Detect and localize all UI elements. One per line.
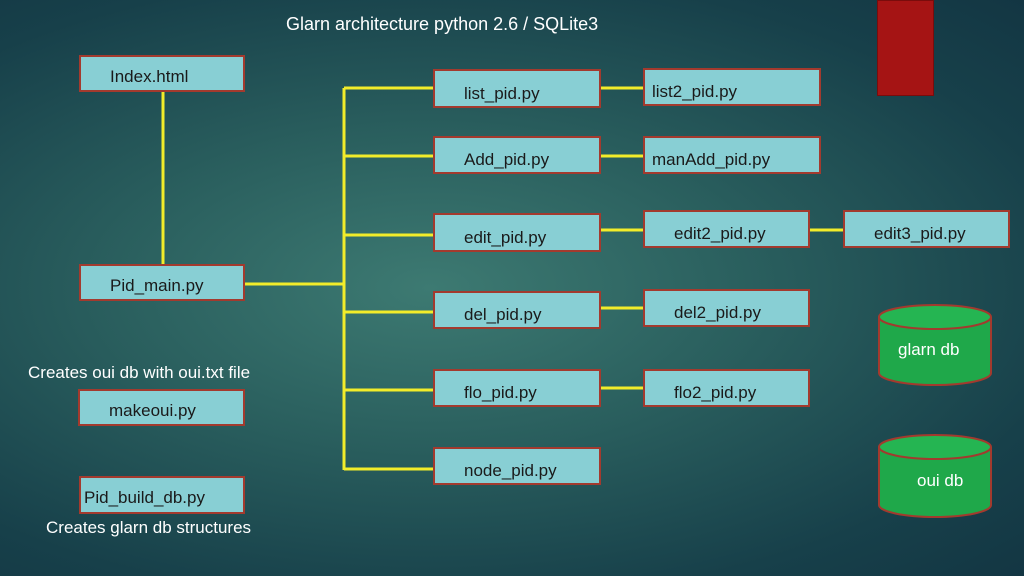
edit-pid-label: edit_pid.py — [464, 228, 547, 247]
node-pid-label: node_pid.py — [464, 461, 557, 480]
pid-build-db-box: Pid_build_db.py — [79, 476, 245, 514]
database-icon — [878, 434, 992, 518]
manadd-pid-label: manAdd_pid.py — [652, 150, 771, 169]
edit2-pid-label: edit2_pid.py — [674, 224, 766, 243]
del2-pid-label: del2_pid.py — [674, 303, 761, 322]
glarn-db-label: glarn db — [898, 340, 960, 359]
oui-db-cylinder: oui db — [877, 433, 993, 519]
glarn-db-cylinder: glarn db — [877, 303, 993, 387]
edit3-pid-box: edit3_pid.py — [843, 210, 1010, 248]
edit3-pid-label: edit3_pid.py — [874, 224, 966, 243]
makeoui-label: makeoui.py — [109, 401, 196, 420]
database-icon — [878, 304, 992, 386]
flo-pid-box: flo_pid.py — [433, 369, 601, 407]
flo-pid-label: flo_pid.py — [464, 383, 537, 402]
red-accent-bar — [877, 0, 934, 96]
oui-db-label: oui db — [917, 471, 964, 490]
index-html-box: Index.html — [79, 55, 245, 92]
makeoui-box: makeoui.py — [78, 389, 245, 426]
edit-pid-box: edit_pid.py — [433, 213, 601, 252]
makeoui-caption: Creates oui db with oui.txt file — [28, 363, 251, 382]
del-pid-label: del_pid.py — [464, 305, 542, 324]
flo2-pid-label: flo2_pid.py — [674, 383, 757, 402]
pid-main-label: Pid_main.py — [110, 276, 204, 295]
list2-pid-box: list2_pid.py — [643, 68, 821, 106]
del-pid-box: del_pid.py — [433, 291, 601, 329]
pid-build-db-label: Pid_build_db.py — [84, 488, 205, 507]
pid-main-box: Pid_main.py — [79, 264, 245, 301]
list-pid-box: list_pid.py — [433, 69, 601, 108]
flo2-pid-box: flo2_pid.py — [643, 369, 810, 407]
list2-pid-label: list2_pid.py — [652, 82, 738, 101]
list-pid-label: list_pid.py — [464, 84, 540, 103]
manadd-pid-box: manAdd_pid.py — [643, 136, 821, 174]
edit2-pid-box: edit2_pid.py — [643, 210, 810, 248]
add-pid-box: Add_pid.py — [433, 136, 601, 174]
del2-pid-box: del2_pid.py — [643, 289, 810, 327]
index-html-label: Index.html — [110, 67, 189, 86]
build-db-caption: Creates glarn db structures — [46, 518, 252, 537]
node-pid-box: node_pid.py — [433, 447, 601, 485]
add-pid-label: Add_pid.py — [464, 150, 550, 169]
diagram-title: Glarn architecture python 2.6 / SQLite3 — [286, 14, 599, 34]
